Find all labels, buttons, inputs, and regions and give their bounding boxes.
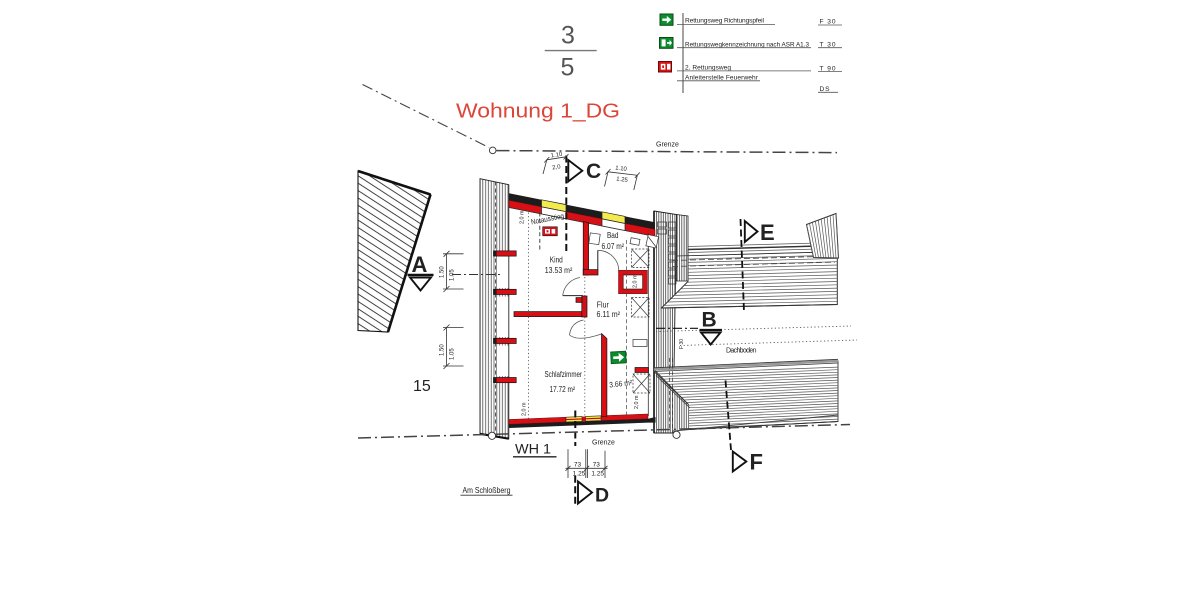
- svg-text:1.50: 1.50: [440, 344, 446, 356]
- svg-text:3: 3: [561, 22, 575, 50]
- svg-text:2,0: 2,0: [552, 164, 562, 171]
- svg-text:F 30: F 30: [679, 339, 685, 349]
- svg-text:Notausstieg: Notausstieg: [530, 211, 565, 226]
- svg-text:C: C: [586, 160, 601, 183]
- svg-text:2,0 m: 2,0 m: [522, 402, 528, 416]
- svg-text:WH 1: WH 1: [515, 441, 551, 457]
- svg-text:5: 5: [561, 54, 575, 82]
- svg-text:1.25: 1.25: [573, 471, 586, 478]
- svg-text:Wohnung 1_DG: Wohnung 1_DG: [456, 100, 620, 123]
- svg-text:73: 73: [574, 462, 582, 469]
- svg-text:Anleiterstelle Feuerwehr: Anleiterstelle Feuerwehr: [685, 75, 759, 82]
- svg-text:6.07 m²: 6.07 m²: [602, 242, 625, 251]
- svg-text:1.25: 1.25: [616, 177, 629, 184]
- svg-text:73: 73: [593, 462, 601, 469]
- svg-text:Rettungswegkennzeichnung nach: Rettungswegkennzeichnung nach ASR A1.3: [685, 41, 809, 48]
- svg-text:F 30: F 30: [820, 19, 836, 26]
- svg-text:Grenze: Grenze: [656, 142, 679, 149]
- svg-text:1.25: 1.25: [591, 471, 604, 478]
- svg-text:2,0 m: 2,0 m: [633, 274, 639, 288]
- svg-text:3.66 m²: 3.66 m²: [609, 378, 633, 389]
- svg-text:1.50: 1.50: [440, 266, 446, 278]
- svg-text:Bad: Bad: [607, 231, 619, 240]
- svg-text:2,0 m: 2,0 m: [520, 210, 526, 224]
- svg-text:1.05: 1.05: [450, 348, 456, 360]
- svg-text:T 30: T 30: [820, 42, 836, 49]
- svg-text:F: F: [750, 450, 763, 475]
- svg-text:6.11 m²: 6.11 m²: [597, 310, 621, 319]
- svg-text:15: 15: [413, 378, 431, 395]
- svg-text:Kind: Kind: [550, 256, 563, 265]
- svg-text:1.10: 1.10: [550, 152, 563, 160]
- svg-text:Am Schloßberg: Am Schloßberg: [463, 485, 511, 495]
- svg-text:DS: DS: [820, 86, 831, 93]
- svg-text:T 90: T 90: [820, 65, 836, 72]
- svg-text:B: B: [702, 309, 717, 332]
- svg-text:E: E: [760, 220, 775, 245]
- svg-text:1.10: 1.10: [615, 166, 628, 173]
- svg-text:Schlafzimmer: Schlafzimmer: [545, 370, 583, 379]
- svg-text:Grenze: Grenze: [592, 440, 615, 447]
- svg-text:Dachboden: Dachboden: [726, 348, 757, 355]
- svg-text:17.72 m²: 17.72 m²: [550, 385, 576, 394]
- svg-text:Flur: Flur: [597, 301, 609, 310]
- svg-text:2. Rettungsweg: 2. Rettungsweg: [685, 65, 731, 72]
- svg-text:Rettungsweg Richtungspfeil: Rettungsweg Richtungspfeil: [685, 18, 765, 25]
- svg-text:2,0 m: 2,0 m: [634, 395, 640, 409]
- svg-text:13.53 m²: 13.53 m²: [545, 266, 573, 275]
- svg-text:A: A: [412, 252, 428, 277]
- svg-text:D: D: [595, 485, 609, 507]
